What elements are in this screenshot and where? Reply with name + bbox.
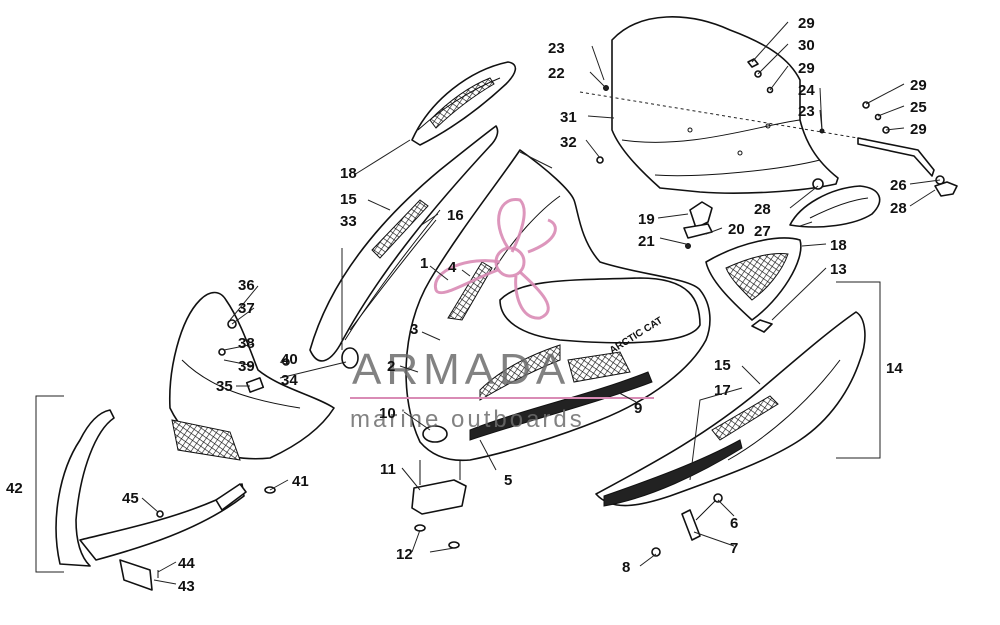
callout-29-c: 29 bbox=[910, 77, 927, 94]
windshield-trim bbox=[857, 137, 935, 177]
callout-34: 34 bbox=[281, 372, 298, 389]
callout-17: 17 bbox=[714, 382, 731, 399]
front-nose-cowl bbox=[168, 291, 335, 494]
callout-41: 41 bbox=[292, 473, 309, 490]
watermark-propeller-logo bbox=[434, 198, 557, 320]
callout-24: 24 bbox=[798, 82, 815, 99]
bracket-14-line bbox=[836, 281, 881, 459]
bracket-42-line bbox=[35, 395, 64, 573]
callout-40: 40 bbox=[281, 351, 298, 368]
callout-23-top: 23 bbox=[548, 40, 565, 57]
callout-37: 37 bbox=[238, 300, 255, 317]
callout-1: 1 bbox=[420, 255, 428, 272]
callout-42: 42 bbox=[6, 480, 23, 497]
callout-8: 8 bbox=[622, 559, 630, 576]
callout-23-right: 23 bbox=[798, 103, 815, 120]
callout-25: 25 bbox=[910, 99, 927, 116]
callout-15-right: 15 bbox=[714, 357, 731, 374]
side-mirror-right bbox=[789, 185, 881, 228]
callout-4: 4 bbox=[448, 259, 457, 276]
callout-15-left: 15 bbox=[340, 191, 357, 208]
left-side-panel bbox=[309, 125, 499, 362]
callout-22: 22 bbox=[548, 65, 565, 82]
callout-12: 12 bbox=[396, 546, 413, 563]
callout-29-a: 29 bbox=[798, 15, 815, 32]
callout-33: 33 bbox=[340, 213, 357, 230]
callout-13: 13 bbox=[830, 261, 847, 278]
callout-10: 10 bbox=[379, 405, 396, 422]
callout-35: 35 bbox=[216, 378, 233, 395]
callout-11: 11 bbox=[380, 461, 396, 478]
side-mirror-left bbox=[411, 61, 517, 146]
right-upper-vent-panel bbox=[705, 237, 802, 321]
callout-38: 38 bbox=[238, 335, 255, 352]
windshield-trim-line bbox=[579, 91, 871, 141]
mount-bolt-assembly bbox=[651, 493, 723, 557]
callout-27: 27 bbox=[754, 223, 771, 240]
hood-hinge bbox=[411, 460, 467, 549]
callout-32: 32 bbox=[560, 134, 577, 151]
part-callouts: 18 15 16 33 1 4 3 2 10 9 5 11 12 23 22 3… bbox=[6, 15, 927, 595]
callout-29-b: 29 bbox=[798, 60, 815, 77]
callout-43: 43 bbox=[178, 578, 195, 595]
front-bumper bbox=[55, 409, 247, 591]
watermark-tagline: marine outboards bbox=[350, 406, 585, 433]
callout-30: 30 bbox=[798, 37, 815, 54]
callout-7: 7 bbox=[730, 540, 738, 557]
callout-16: 16 bbox=[447, 207, 464, 224]
right-side-panel bbox=[595, 311, 866, 507]
windshield bbox=[611, 16, 839, 194]
mount-bracket bbox=[683, 201, 713, 249]
hood-outline-frame bbox=[519, 151, 553, 169]
callout-6: 6 bbox=[730, 515, 738, 532]
callout-18-left: 18 bbox=[340, 165, 357, 182]
callout-39: 39 bbox=[238, 358, 255, 375]
callout-21: 21 bbox=[638, 233, 655, 250]
callout-45: 45 bbox=[122, 490, 139, 507]
prop-rod-grommet bbox=[341, 347, 359, 369]
windshield-hardware bbox=[596, 58, 958, 197]
callout-2: 2 bbox=[387, 358, 395, 375]
callout-3: 3 bbox=[410, 321, 418, 338]
watermark: ARMADA marine outboards bbox=[350, 198, 654, 433]
callout-44: 44 bbox=[178, 555, 195, 572]
callout-31: 31 bbox=[560, 109, 577, 126]
callout-5: 5 bbox=[504, 472, 512, 489]
callout-14: 14 bbox=[886, 360, 903, 377]
callout-36: 36 bbox=[238, 277, 255, 294]
callout-20: 20 bbox=[728, 221, 745, 238]
callout-19: 19 bbox=[638, 211, 655, 228]
leader-lines bbox=[141, 21, 941, 585]
callout-18-right: 18 bbox=[830, 237, 847, 254]
callout-26: 26 bbox=[890, 177, 907, 194]
watermark-brand: ARMADA bbox=[352, 345, 570, 394]
hood-emblem bbox=[422, 425, 448, 443]
callout-28-right: 28 bbox=[890, 200, 907, 217]
callout-9: 9 bbox=[634, 400, 642, 417]
callout-28-mid: 28 bbox=[754, 201, 771, 218]
callout-29-d: 29 bbox=[910, 121, 927, 138]
